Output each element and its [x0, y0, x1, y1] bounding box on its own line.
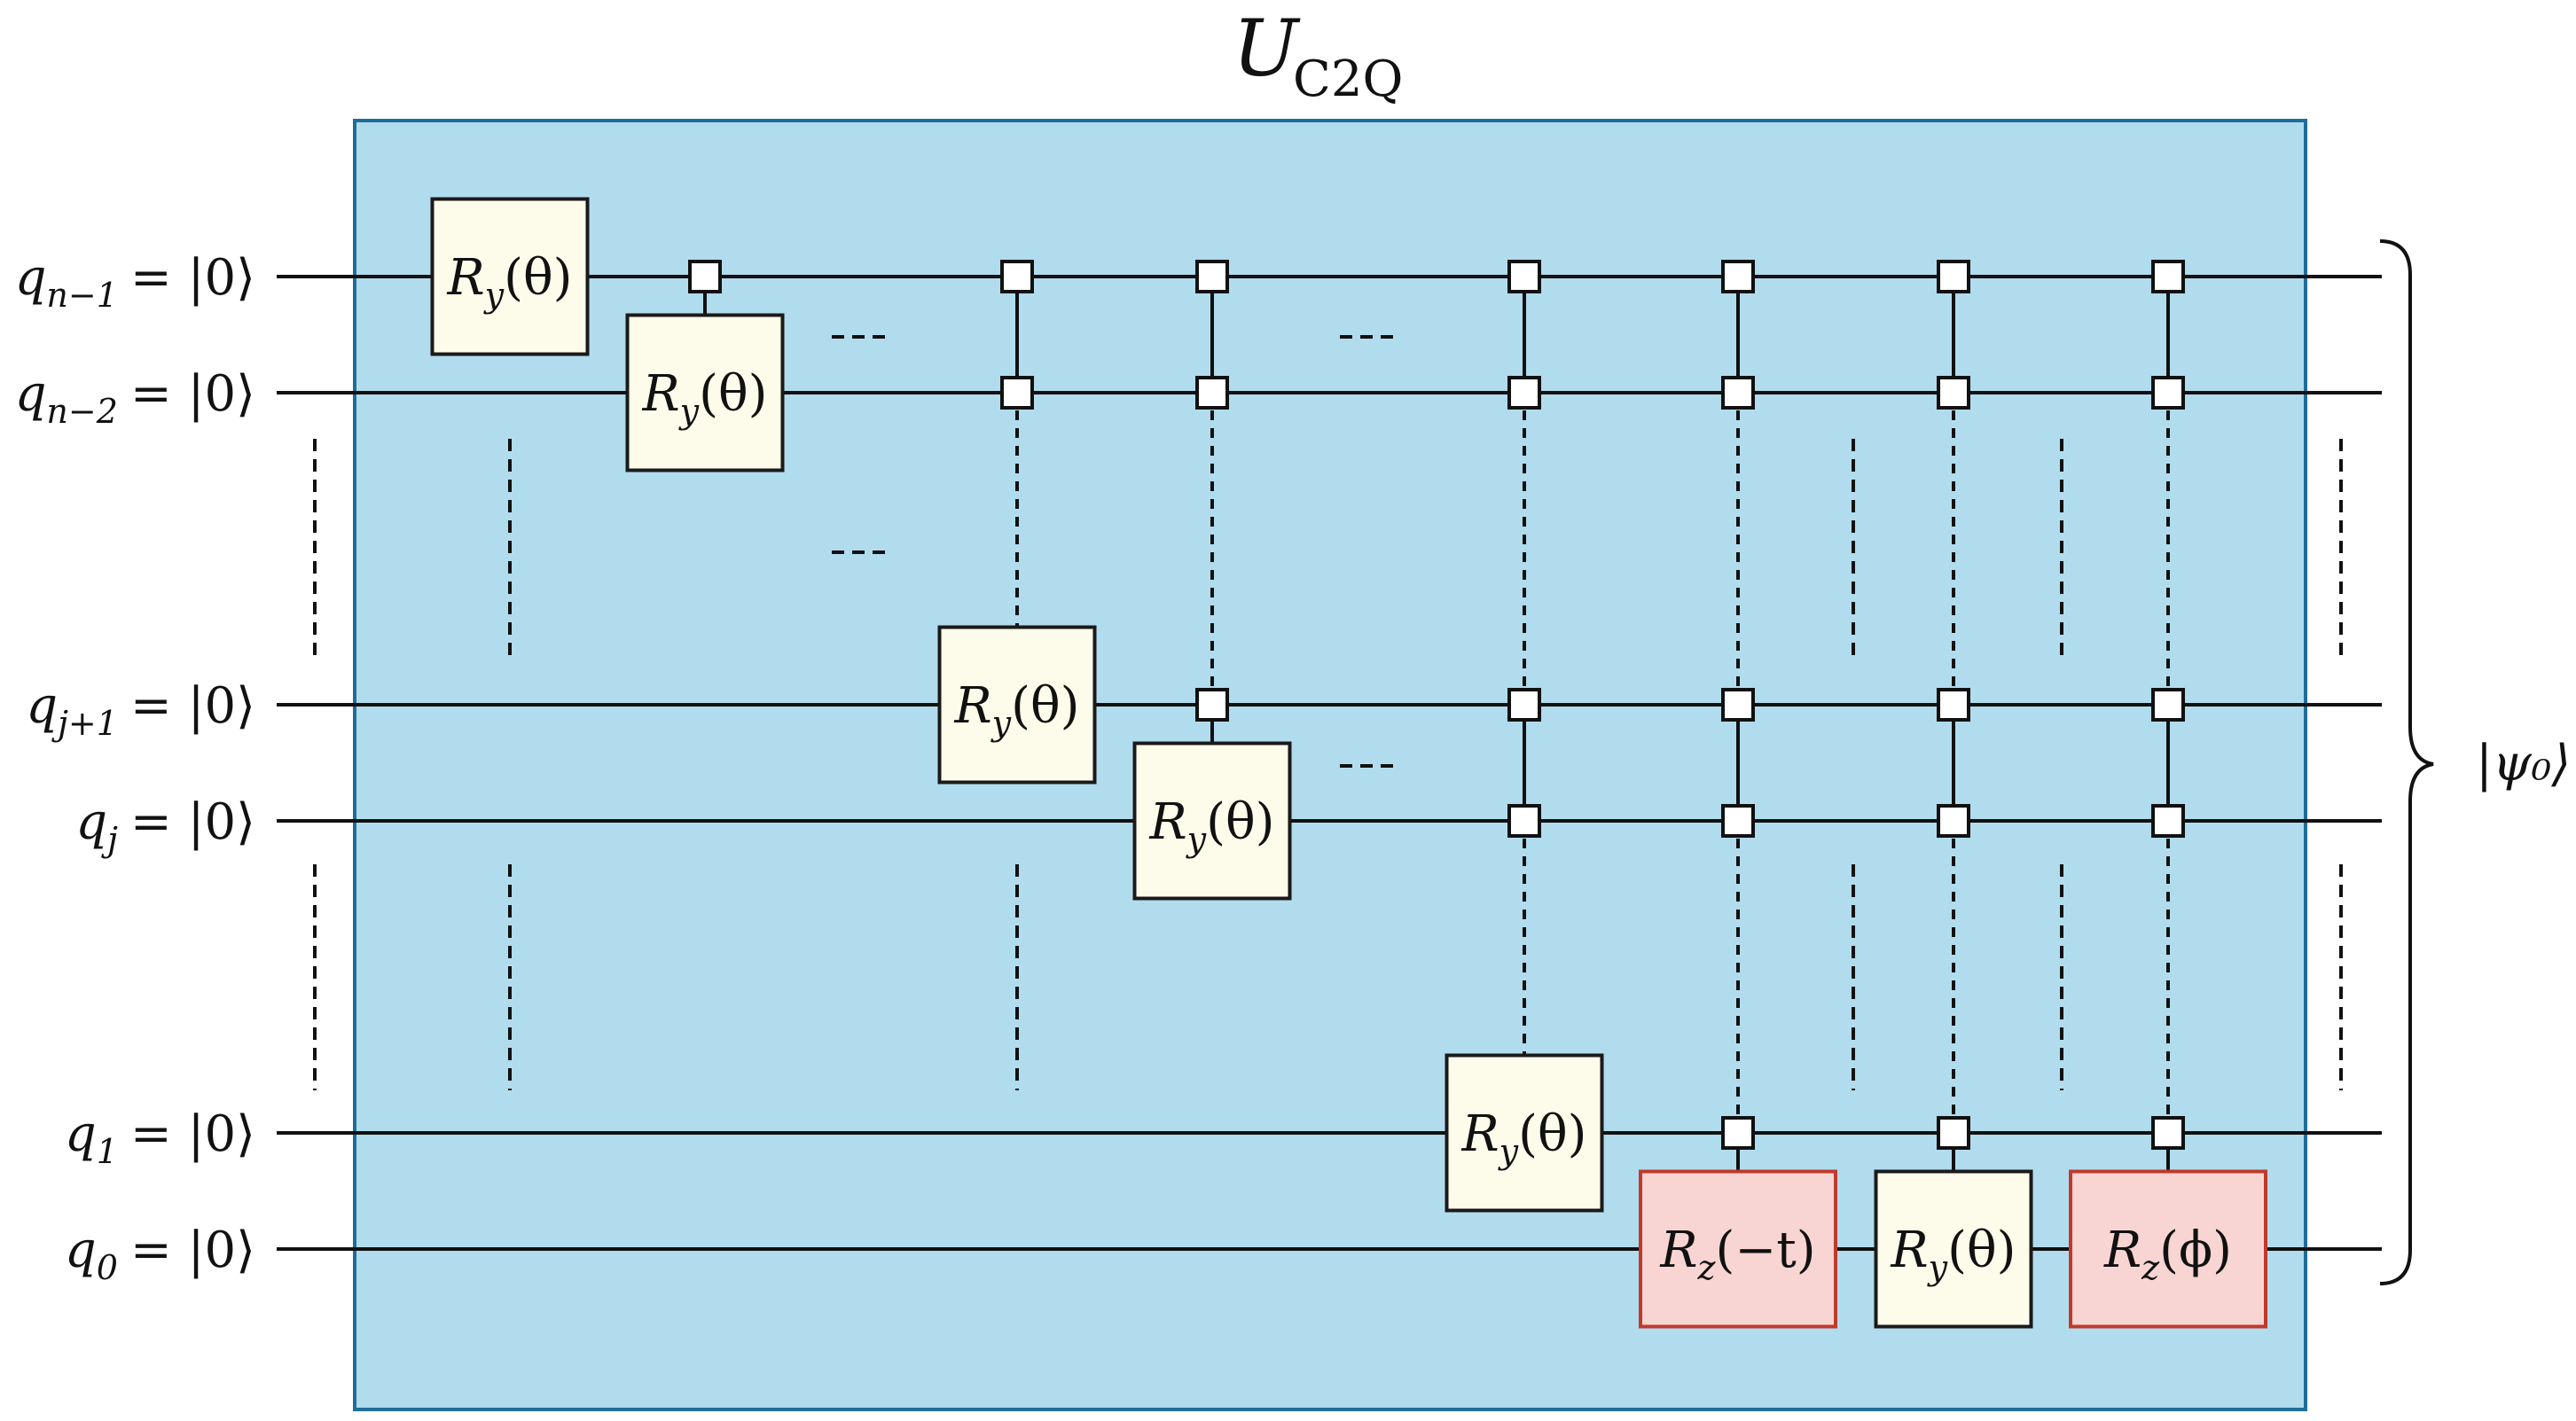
- control-node-qj+1: [2151, 688, 2185, 722]
- rz-gate: Rz(−t): [1639, 1169, 1837, 1329]
- control-node-qn-1: [1195, 260, 1229, 293]
- gate-box: [1132, 741, 1292, 901]
- control-node-qj+1: [1195, 688, 1229, 722]
- control-node-q1: [1937, 1116, 1970, 1150]
- gate-box: [2069, 1169, 2267, 1329]
- ry-gate: Ry(θ): [1445, 1053, 1604, 1213]
- control-node-q1: [2151, 1116, 2185, 1150]
- control-node-qj: [1721, 804, 1755, 838]
- control-node-qn-2: [1195, 376, 1229, 410]
- control-node-qn-1: [1507, 260, 1541, 293]
- qubit-label-qj+1: qj+1= |0⟩: [26, 677, 255, 743]
- gate-box: [1445, 1053, 1604, 1213]
- qubit-label-qn-2: qn−2= |0⟩: [15, 365, 255, 431]
- ry-gate: Ry(θ): [1874, 1169, 2033, 1329]
- gates: Ry(θ) Ry(θ) Ry(θ) Ry(θ) Ry(θ) Rz(−t) Ry(θ) Rz(ϕ…: [430, 197, 2267, 1329]
- control-node-qj: [1507, 804, 1541, 838]
- control-node-qn-1: [1721, 260, 1755, 293]
- gate-label: Rz(−t): [1659, 1222, 1815, 1287]
- control-node-qn-2: [1000, 376, 1034, 410]
- control-node-qn-1: [1937, 260, 1970, 293]
- rz-gate: Rz(ϕ): [2069, 1169, 2267, 1329]
- control-node-qn-1: [688, 260, 722, 293]
- gate-label: Ry(θ): [1460, 1105, 1586, 1171]
- control-node-qn-2: [1721, 376, 1755, 410]
- gate-box: [937, 625, 1097, 785]
- qubit-label-q0: q0= |0⟩: [65, 1222, 255, 1287]
- gate-label: Ry(θ): [1890, 1222, 2016, 1287]
- control-node-qn-2: [1937, 376, 1970, 410]
- gate-label: Ry(θ): [1148, 793, 1274, 859]
- control-node-qj: [1937, 804, 1970, 838]
- control-nodes: [688, 260, 2185, 1150]
- qubit-label-q1: q1= |0⟩: [65, 1105, 255, 1171]
- gate-box: [1874, 1169, 2033, 1329]
- control-node-qn-1: [1000, 260, 1034, 293]
- control-node-qj: [2151, 804, 2185, 838]
- gate-label: Ry(θ): [641, 365, 767, 431]
- control-node-qj+1: [1937, 688, 1970, 722]
- output-brace: [2379, 239, 2434, 1285]
- gate-label: Ry(θ): [953, 677, 1079, 743]
- ry-gate: Ry(θ): [625, 313, 785, 472]
- control-node-qj+1: [1507, 688, 1541, 722]
- control-node-qn-2: [1507, 376, 1541, 410]
- control-node-qn-2: [2151, 376, 2185, 410]
- ry-gate: Ry(θ): [430, 197, 590, 356]
- title-main: U: [1233, 3, 1301, 94]
- ry-gate: Ry(θ): [937, 625, 1097, 785]
- ellipsis-marks: [313, 335, 2343, 1090]
- gate-label: Ry(θ): [446, 249, 572, 315]
- qubit-label-qn-1: qn−1= |0⟩: [15, 249, 255, 315]
- gate-box: [625, 313, 785, 472]
- title-subscript: C2Q: [1293, 51, 1403, 108]
- circuit-title: U C2Q: [1233, 3, 1403, 108]
- gate-box: [1639, 1169, 1837, 1329]
- qubit-label-qj: qj= |0⟩: [75, 793, 255, 859]
- control-node-q1: [1721, 1116, 1755, 1150]
- qubit-labels: qn−1= |0⟩ qn−2= |0⟩ qj+1= |0⟩ qj= |0⟩ q1= |0…: [15, 249, 255, 1287]
- control-node-qj+1: [1721, 688, 1755, 722]
- gate-label: Rz(ϕ): [2103, 1222, 2232, 1287]
- output-state: |ψ₀⟩: [2476, 735, 2571, 792]
- gate-box: [430, 197, 590, 356]
- ry-gate: Ry(θ): [1132, 741, 1292, 901]
- control-node-qn-1: [2151, 260, 2185, 293]
